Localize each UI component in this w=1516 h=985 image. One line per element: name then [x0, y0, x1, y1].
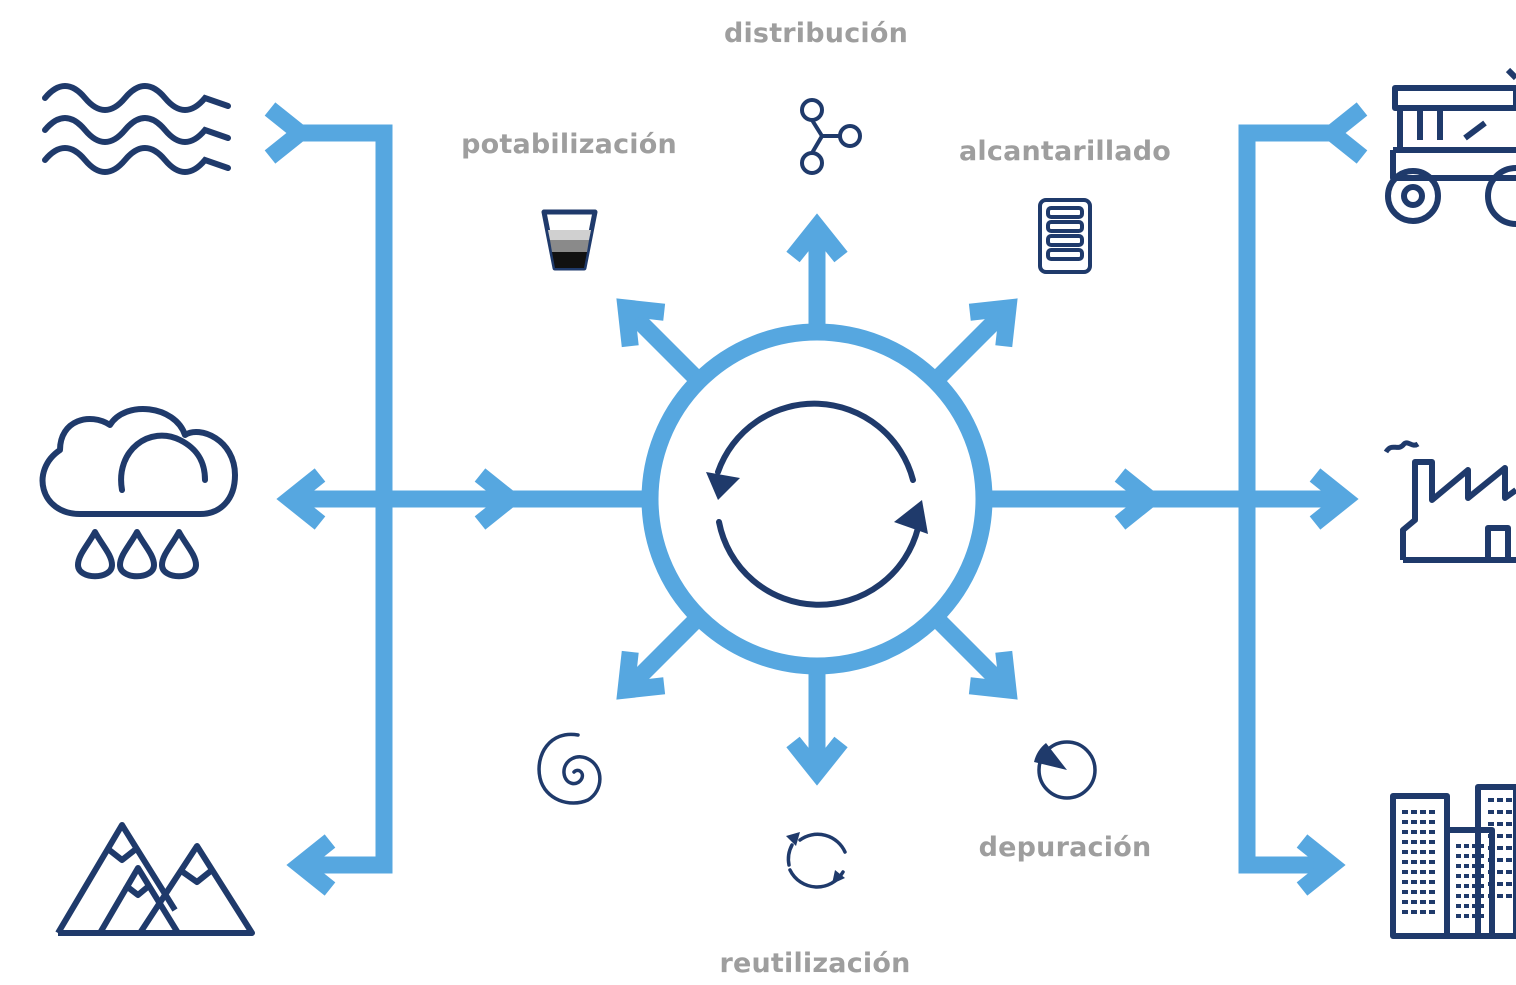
arrow-down-left	[616, 614, 702, 700]
network-icon	[800, 98, 862, 175]
sewer-grate-icon	[1038, 198, 1092, 274]
buildings-icon	[1390, 784, 1516, 939]
arrow-network	[264, 102, 1368, 896]
factory-icon	[1383, 440, 1516, 563]
cycle-icon	[706, 400, 928, 608]
tractor-icon	[1385, 67, 1516, 227]
refresh-icon	[786, 832, 847, 889]
arrow-up-right	[932, 298, 1018, 384]
label-potabilizacion: potabilización	[461, 129, 677, 160]
label-distribucion: distribución	[723, 18, 909, 49]
arrow-down-right	[932, 614, 1018, 700]
arrow-up-left	[616, 298, 702, 384]
rain-cloud-icon	[39, 406, 238, 580]
glass-icon	[541, 209, 598, 271]
pie-icon	[1034, 740, 1097, 800]
waves-icon	[42, 83, 231, 175]
label-alcantarillado: alcantarillado	[958, 136, 1172, 167]
spiral-icon	[537, 732, 602, 805]
mountains-icon	[55, 822, 255, 936]
center-ring	[641, 323, 993, 675]
label-depuracion: depuración	[978, 832, 1152, 863]
label-reutilizacion: reutilización	[719, 948, 911, 979]
